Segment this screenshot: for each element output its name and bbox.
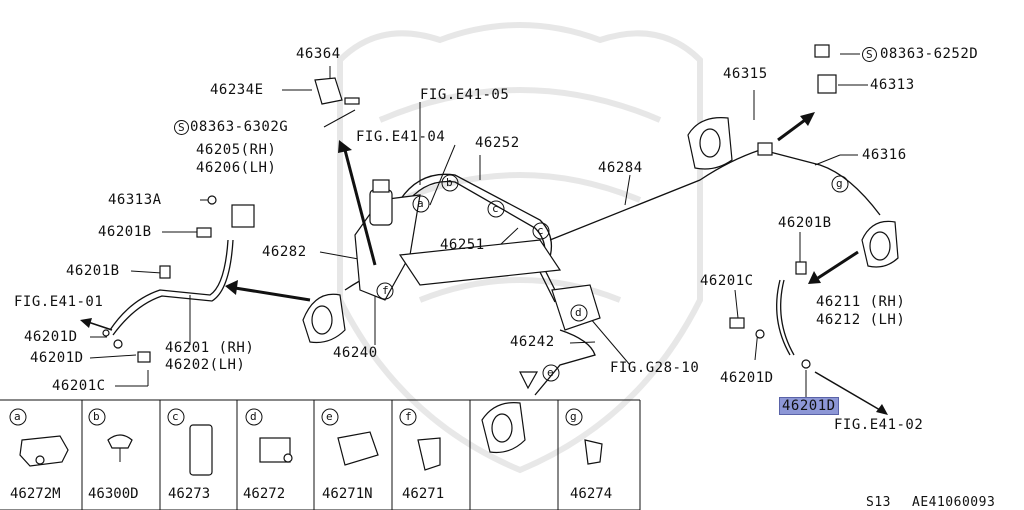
rear-left-caliper: [481, 402, 526, 454]
legend-letter-c: c: [172, 410, 179, 423]
label-46234E[interactable]: 46234E: [210, 82, 264, 98]
rear-right-caliper: [861, 220, 899, 268]
label-46242[interactable]: 46242: [510, 334, 555, 350]
label-46201D-c[interactable]: 46201D: [720, 370, 774, 386]
callout-c-2: c: [537, 224, 545, 237]
label-46201B-b[interactable]: 46201B: [66, 263, 120, 279]
label-46201D-highlighted[interactable]: 46201D: [779, 397, 839, 415]
label-fig-g28-10[interactable]: FIG.G28-10: [610, 360, 700, 376]
legend-part-46271[interactable]: 46271: [402, 486, 445, 502]
label-46252[interactable]: 46252: [475, 135, 520, 151]
label-46313A[interactable]: 46313A: [108, 192, 162, 208]
s-symbol-2: S: [862, 47, 877, 62]
label-46201D-b[interactable]: 46201D: [30, 350, 84, 366]
watermark-emblem: [337, 22, 703, 474]
legend-letter-g: g: [570, 410, 577, 423]
label-46205[interactable]: 46205(RH): [196, 142, 277, 158]
label-46251[interactable]: 46251: [440, 237, 485, 253]
label-46201C-b[interactable]: 46201C: [700, 273, 754, 289]
footer-code-left: S13: [866, 495, 891, 510]
callout-markers: [376, 174, 849, 382]
label-46201B-a[interactable]: 46201B: [98, 224, 152, 240]
label-46201B-c[interactable]: 46201B: [778, 215, 832, 231]
legend-letter-b: b: [93, 410, 100, 423]
label-46313[interactable]: 46313: [870, 77, 915, 93]
proportioning-valve: [551, 284, 601, 331]
label-46206[interactable]: 46206(LH): [196, 160, 277, 176]
callout-d: d: [575, 306, 583, 319]
legend-part-46274[interactable]: 46274: [570, 486, 613, 502]
s-symbol-1: S: [174, 120, 189, 135]
legend-part-46272M[interactable]: 46272M: [10, 486, 61, 502]
label-fig-e41-02[interactable]: FIG.E41-02: [834, 417, 924, 433]
direction-arrows: [80, 112, 888, 415]
callout-e: e: [547, 366, 555, 379]
label-fig-e41-01[interactable]: FIG.E41-01: [14, 294, 104, 310]
legend-letter-d: d: [250, 410, 257, 423]
front-left-caliper: [302, 293, 346, 344]
small-hardware: [102, 44, 837, 390]
legend-part-46272[interactable]: 46272: [243, 486, 286, 502]
brake-lines: [109, 149, 881, 396]
legend-table: [0, 399, 641, 510]
legend-part-46300D[interactable]: 46300D: [88, 486, 139, 502]
legend-clips: [19, 424, 603, 476]
label-46364[interactable]: 46364: [296, 46, 341, 62]
legend-letter-e: e: [326, 410, 333, 423]
legend-letter-a: a: [14, 410, 21, 423]
label-08363-6302G[interactable]: 08363-6302G: [190, 119, 289, 135]
label-46315[interactable]: 46315: [723, 66, 768, 82]
label-46202[interactable]: 46202(LH): [165, 357, 246, 373]
legend-letter-f: f: [405, 410, 412, 423]
legend-part-46273[interactable]: 46273: [168, 486, 211, 502]
callout-c: c: [492, 202, 500, 215]
label-46316[interactable]: 46316: [862, 147, 907, 163]
label-46201[interactable]: 46201 (RH): [165, 340, 255, 356]
master-cylinder: [354, 179, 562, 301]
label-46212[interactable]: 46212 (LH): [816, 312, 906, 328]
front-right-caliper: [687, 117, 733, 170]
callout-b: b: [446, 176, 454, 189]
callout-g: g: [836, 177, 844, 190]
legend-part-46271N[interactable]: 46271N: [322, 486, 373, 502]
callout-f: f: [382, 284, 390, 297]
label-fig-e41-05[interactable]: FIG.E41-05: [420, 87, 510, 103]
label-46211[interactable]: 46211 (RH): [816, 294, 906, 310]
callout-a: a: [417, 197, 425, 210]
label-08363-6252D[interactable]: 08363-6252D: [880, 46, 979, 62]
label-fig-e41-04[interactable]: FIG.E41-04: [356, 129, 446, 145]
label-46240[interactable]: 46240: [333, 345, 378, 361]
label-46284[interactable]: 46284: [598, 160, 643, 176]
label-46201D-a[interactable]: 46201D: [24, 329, 78, 345]
footer-code-right: AE41060093: [912, 495, 996, 510]
label-46282[interactable]: 46282: [262, 244, 307, 260]
label-46201C-a[interactable]: 46201C: [52, 378, 106, 394]
